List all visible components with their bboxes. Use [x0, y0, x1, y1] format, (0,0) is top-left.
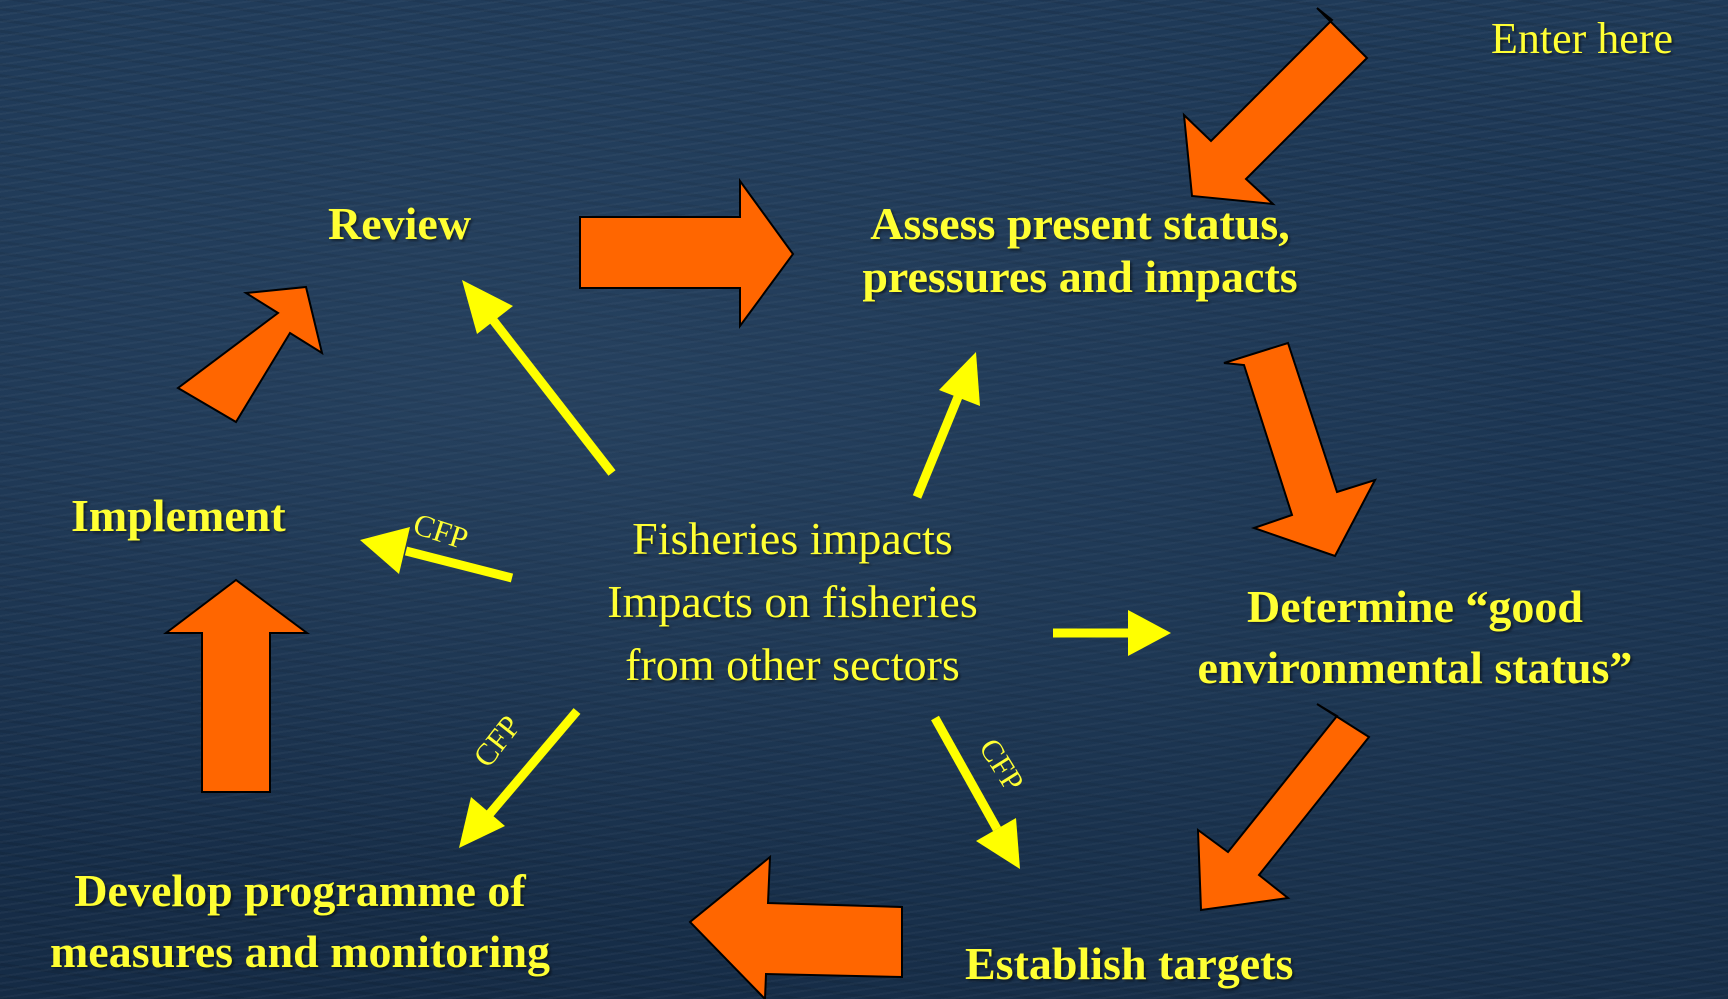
determine-label-line1: Determine “good: [1247, 581, 1583, 632]
review-to-assess-arrow: [579, 177, 795, 330]
assess-label: Assess present status, pressures and imp…: [820, 198, 1340, 304]
develop-label-line1: Develop programme of: [74, 865, 526, 916]
implement-to-review-arrow: [176, 285, 324, 424]
center-to-establish-arrowhead: [976, 818, 1020, 869]
determine-label-line2: environmental status”: [1197, 641, 1633, 693]
develop-label-line2: measures and monitoring: [49, 925, 551, 977]
center-to-assess-arrowhead: [939, 352, 980, 406]
assess-to-determine-arrow: [1223, 341, 1378, 558]
determine-label: Determine “good environmental status”: [1145, 581, 1685, 695]
develop-to-implement-arrow: [163, 578, 311, 793]
assess-label-line1: Assess present status,: [870, 198, 1290, 249]
center-to-implement-arrowhead: [360, 527, 410, 574]
assess-label-line2: pressures and impacts: [862, 250, 1298, 302]
center-label-line3: from other sectors: [625, 638, 960, 690]
center-to-implement-line: [404, 546, 514, 583]
center-to-review-arrowhead: [462, 280, 513, 334]
center-to-assess-line: [912, 390, 965, 499]
center-impacts-label: Fisheries impacts Impacts on fisheries f…: [560, 513, 1025, 692]
establish-to-develop-arrow: [688, 854, 903, 999]
center-to-establish-line: [931, 715, 1001, 832]
center-to-develop-line: [483, 708, 581, 820]
center-to-develop-arrowhead: [459, 797, 505, 848]
review-label: Review: [328, 198, 472, 249]
implement-label: Implement: [71, 490, 286, 541]
determine-to-establish-arrow: [1196, 703, 1371, 912]
center-to-review-line: [482, 308, 616, 476]
center-label-line1: Fisheries impacts: [632, 513, 953, 564]
center-label-line2: Impacts on fisheries: [607, 575, 978, 627]
develop-label: Develop programme of measures and monito…: [4, 865, 596, 979]
enter-here-label: Enter here: [1491, 14, 1673, 63]
entry-arrow: [1182, 7, 1369, 206]
center-to-determine-arrowhead: [1128, 610, 1171, 656]
establish-targets-label: Establish targets: [965, 938, 1294, 989]
